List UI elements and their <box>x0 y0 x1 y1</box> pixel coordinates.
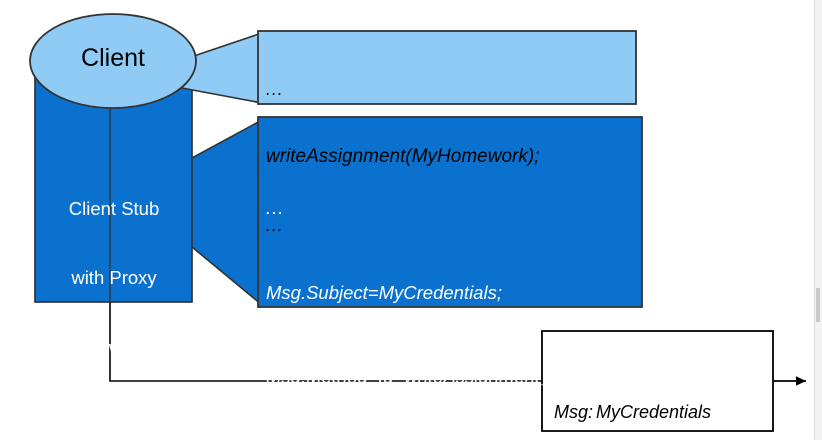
client-ellipse <box>29 13 197 109</box>
client-stub-label-line-2: with Proxy <box>71 267 157 289</box>
callout-application-line-1: ... <box>266 78 284 99</box>
callout-stub-tail <box>191 118 263 307</box>
client-node-label: Client <box>81 44 145 72</box>
callout-stub-box <box>257 116 643 308</box>
callout-application-line-2: writeAssignment(MyHomework); <box>266 145 540 167</box>
page-edge-mark <box>816 288 820 322</box>
client-stub-label-line-3: (here without <box>60 337 168 359</box>
callout-stub-text: ... Msg.Subject=MyCredentials; Msg.Metho… <box>266 138 642 440</box>
message-out-arrow-head <box>796 376 806 386</box>
stub-to-message-connector <box>109 302 542 382</box>
message-box-first-row: Msg:MyCredentials <box>554 398 774 427</box>
page-edge-strip <box>814 0 822 440</box>
client-stub-label-line-1: Client Stub <box>68 197 160 219</box>
client-stub-label-line-4: PEP and PDP) <box>52 407 176 429</box>
callout-application-text: ... writeAssignment(MyHomework); ... <box>266 33 626 281</box>
message-box <box>541 330 774 432</box>
message-box-label: Msg: <box>554 402 594 423</box>
client-stub-label: Client Stub with Proxy (here without PEP… <box>35 150 193 440</box>
callout-application-line-3: ... <box>266 215 284 236</box>
message-box-text: Msg:MyCredentials writeAssignment_Id MyH… <box>554 340 774 440</box>
callout-application-box <box>257 30 637 105</box>
message-box-field-1: MyCredentials <box>596 402 712 423</box>
callout-stub-line-1: ... <box>266 197 285 219</box>
callout-stub-line-3: Msg.Method_Id=writeAssignment_Id; <box>266 365 571 387</box>
callout-stub-line-2: Msg.Subject=MyCredentials; <box>266 281 502 303</box>
